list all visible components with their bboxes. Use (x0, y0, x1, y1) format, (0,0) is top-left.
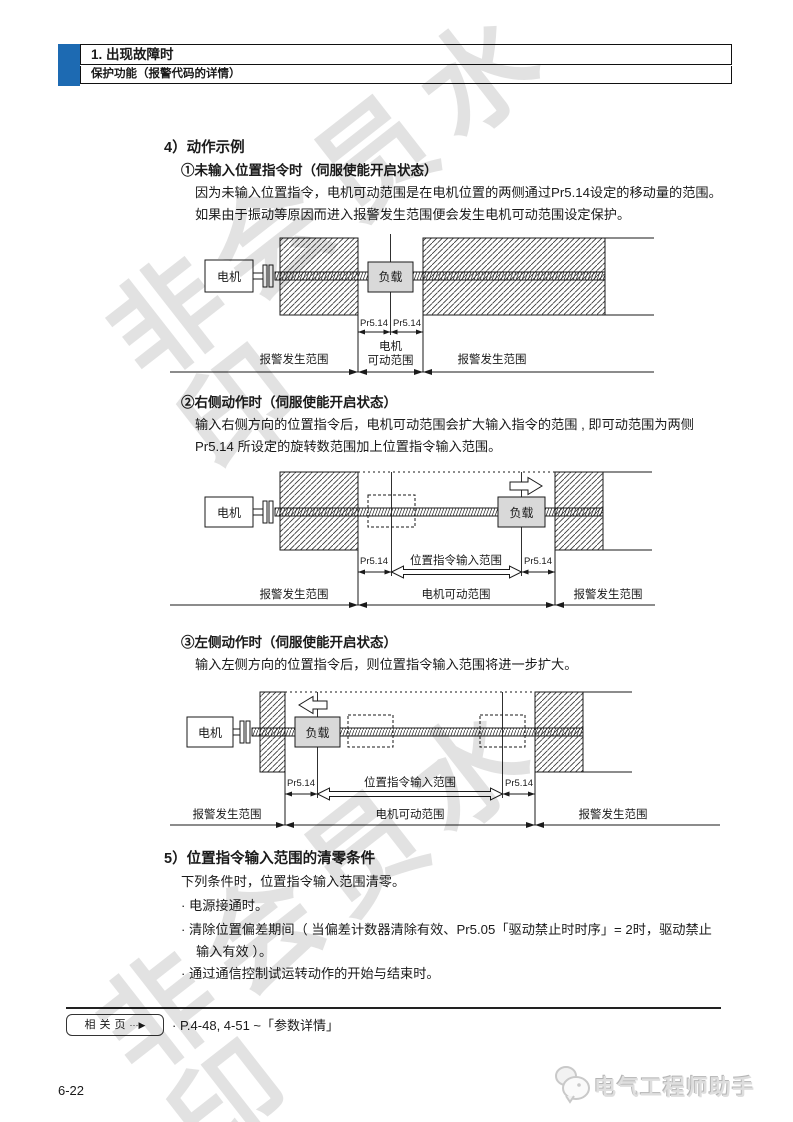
header-accent-bar (58, 44, 80, 86)
motor-box (186, 716, 234, 748)
previous-load-position (347, 714, 394, 748)
motor-movable-range-label: 电机可动范围 (422, 587, 491, 601)
coupling (268, 264, 274, 288)
motor-movable-range-label: 电机可动范围 (376, 807, 445, 821)
diagram-no-position-command: 电机 负载 Pr5.14 Pr5.14 电机 可动范围 报警发生范围 报警发生范… (170, 234, 654, 375)
section5-intro: 下列条件时，位置指令输入范围清零。 (181, 874, 406, 889)
bullet-trial-run: · 通过通信控制试运转动作的开始与结束时。 (181, 966, 440, 981)
diagram-rightward-motion: 电机 负载 Pr5.14 Pr5.14 位置指令输入范围 报警发生范围 电机可动… (170, 471, 655, 608)
alarm-range-label-left: 报警发生范围 (260, 587, 329, 601)
bullet-clear-deviation-cont: 输入有效 ）。 (196, 944, 273, 959)
alarm-range-label-right: 报警发生范围 (574, 587, 643, 601)
ball-screw-shaft (251, 727, 584, 737)
related-pages-badge: 相关页···▶ (66, 1014, 164, 1036)
dots-arrow-icon: ···▶ (129, 1020, 146, 1030)
position-cmd-range-label: 位置指令输入范围 (410, 553, 502, 567)
bullet-power-on: · 电源接通时。 (181, 898, 269, 913)
item2-line2: Pr5.14 所设定的旋转数范围加上位置指令输入范围。 (195, 439, 502, 454)
position-cmd-range-arrow (390, 565, 523, 579)
brand-name: 电气工程师助手 (594, 1075, 756, 1100)
alarm-range-label-right: 报警发生范围 (579, 807, 648, 821)
chapter-title: 1. 出现故障时 (80, 44, 732, 65)
direction-arrow-left (298, 695, 328, 715)
ball-screw-shaft (274, 507, 604, 517)
section5-title: 5）位置指令输入范围的清零条件 (164, 851, 376, 867)
item3-heading: ③左侧动作时（伺服使能开启状态） (181, 635, 397, 650)
coupling (262, 264, 268, 288)
item2-line1: 输入右侧方向的位置指令后，电机可动范围会扩大输入指令的范围 , 即可动范围为两侧 (195, 417, 694, 432)
load-label: 负载 (305, 726, 329, 740)
load-label: 负载 (378, 270, 402, 284)
item1-heading: ①未输入位置指令时（伺服使能开启状态） (181, 163, 438, 178)
coupling (262, 500, 268, 524)
motor-label: 电机 (198, 726, 222, 740)
coupling (245, 720, 251, 744)
position-cmd-range-arrow (316, 787, 504, 801)
related-pages-reference: · P.4-48, 4-51 ~「参数详情」 (172, 1018, 340, 1033)
pr514-label: Pr5.14 (393, 318, 421, 329)
position-cmd-range-label: 位置指令输入范围 (364, 775, 456, 789)
motor-range-label-line1: 电机 (379, 339, 402, 353)
motor-box (204, 496, 254, 528)
section4-title: 4）动作示例 (164, 140, 245, 156)
load-label: 负载 (509, 506, 533, 520)
related-pages-label: 相关页 (84, 1019, 130, 1031)
previous-load-position (479, 714, 526, 748)
page-number: 6-22 (58, 1083, 85, 1098)
motor-range-label-line2: 可动范围 (368, 353, 414, 367)
footer-divider (66, 1007, 721, 1009)
alarm-range-label-right: 报警发生范围 (458, 352, 527, 366)
motor-label: 电机 (217, 270, 241, 284)
motor-box (204, 259, 254, 293)
item3-line1: 输入左侧方向的位置指令后，则位置指令输入范围将进一步扩大。 (195, 657, 578, 672)
load-box (367, 261, 414, 293)
load-box (294, 716, 341, 748)
pr514-label: Pr5.14 (360, 318, 388, 329)
coupling (239, 720, 245, 744)
item1-line1: 因为未输入位置指令，电机可动范围是在电机位置的两侧通过Pr5.14设定的移动量的… (195, 185, 722, 200)
brand-logo-icon (555, 1066, 590, 1104)
pr514-label: Pr5.14 (360, 556, 388, 567)
diagram-leftward-motion: 电机 负载 Pr5.14 Pr5.14 位置指令输入范围 报警发生范围 电机可动… (170, 691, 720, 828)
alarm-range-label-left: 报警发生范围 (260, 352, 329, 366)
coupling (268, 500, 274, 524)
section-subtitle: 保护功能（报警代码的详情） (80, 66, 732, 84)
pr514-label: Pr5.14 (524, 556, 552, 567)
motor-label: 电机 (217, 506, 241, 520)
previous-load-position (367, 494, 416, 528)
bullet-clear-deviation: · 清除位置偏差期间（ 当偏差计数器清除有效、Pr5.05「驱动禁止时时序」= … (181, 922, 712, 937)
pr514-label: Pr5.14 (287, 778, 315, 789)
direction-arrow-right (509, 476, 543, 496)
pr514-label: Pr5.14 (505, 778, 533, 789)
load-box (497, 496, 546, 528)
alarm-range-label-left: 报警发生范围 (193, 807, 262, 821)
ball-screw-shaft (274, 271, 606, 281)
item2-heading: ②右侧动作时（伺服使能开启状态） (181, 395, 397, 410)
item1-line2: 如果由于振动等原因而进入报警发生范围便会发生电机可动范围设定保护。 (195, 207, 631, 222)
